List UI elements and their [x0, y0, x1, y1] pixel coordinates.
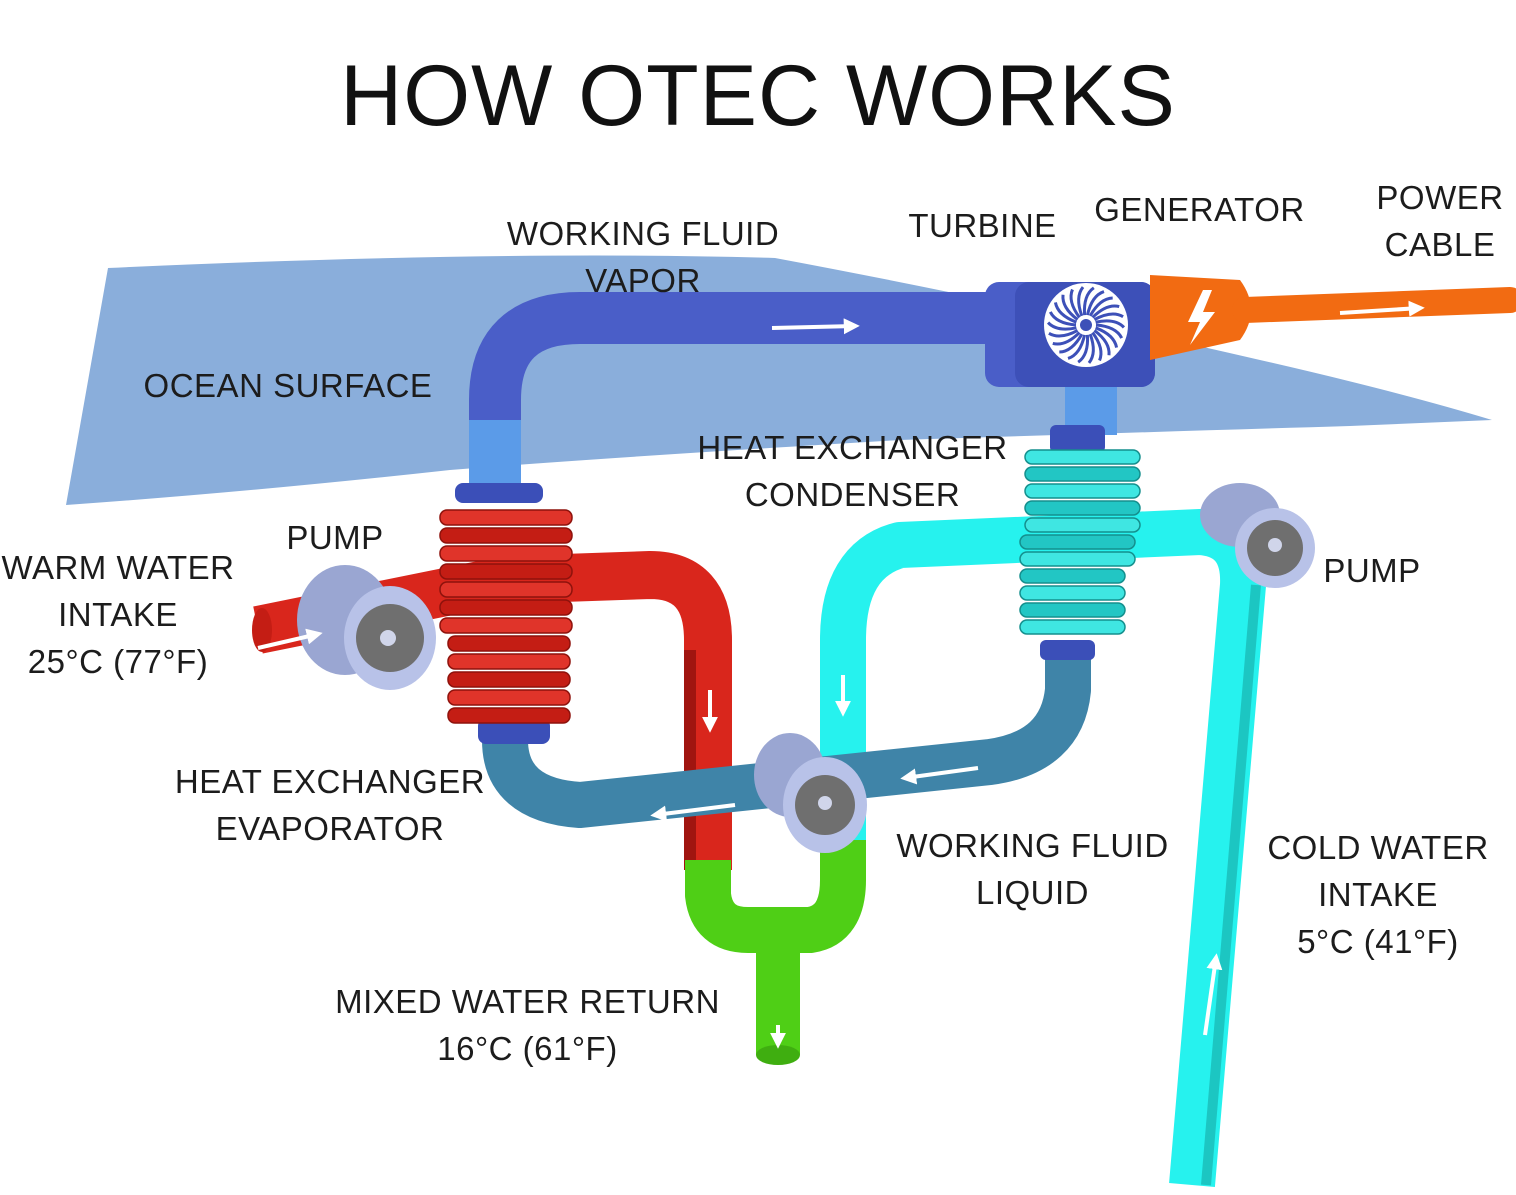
turbine-rotor-icon: [1046, 286, 1126, 364]
warm-water-pump: [297, 565, 436, 690]
heat-exchanger-evaporator: [439, 483, 573, 744]
label-pump-left: PUMP: [286, 519, 384, 556]
page-title: HOW OTEC WORKS: [340, 48, 1176, 144]
turbine: [985, 282, 1155, 387]
mixed-water-return-pipe: [685, 840, 866, 953]
working-fluid-vapor-pipe: [469, 292, 1000, 490]
ocean-surface: [66, 255, 1492, 505]
label-generator: GENERATOR: [1094, 191, 1305, 228]
generator: [1150, 275, 1251, 360]
flow-arrows: [257, 300, 1425, 1049]
power-cable: [1232, 287, 1516, 323]
cold-water-pump: [1200, 483, 1315, 588]
label-turbine: TURBINE: [908, 207, 1057, 244]
label-pump-right: PUMP: [1323, 552, 1421, 589]
heat-exchanger-condenser: [1019, 425, 1141, 660]
working-fluid-liquid-pipe: [482, 650, 1091, 828]
working-fluid-pump: [754, 733, 867, 853]
lightning-bolt-icon: [1188, 290, 1215, 345]
label-ocean-surface: OCEAN SURFACE: [143, 367, 433, 404]
warm-water-intake-pipe: [253, 551, 732, 870]
